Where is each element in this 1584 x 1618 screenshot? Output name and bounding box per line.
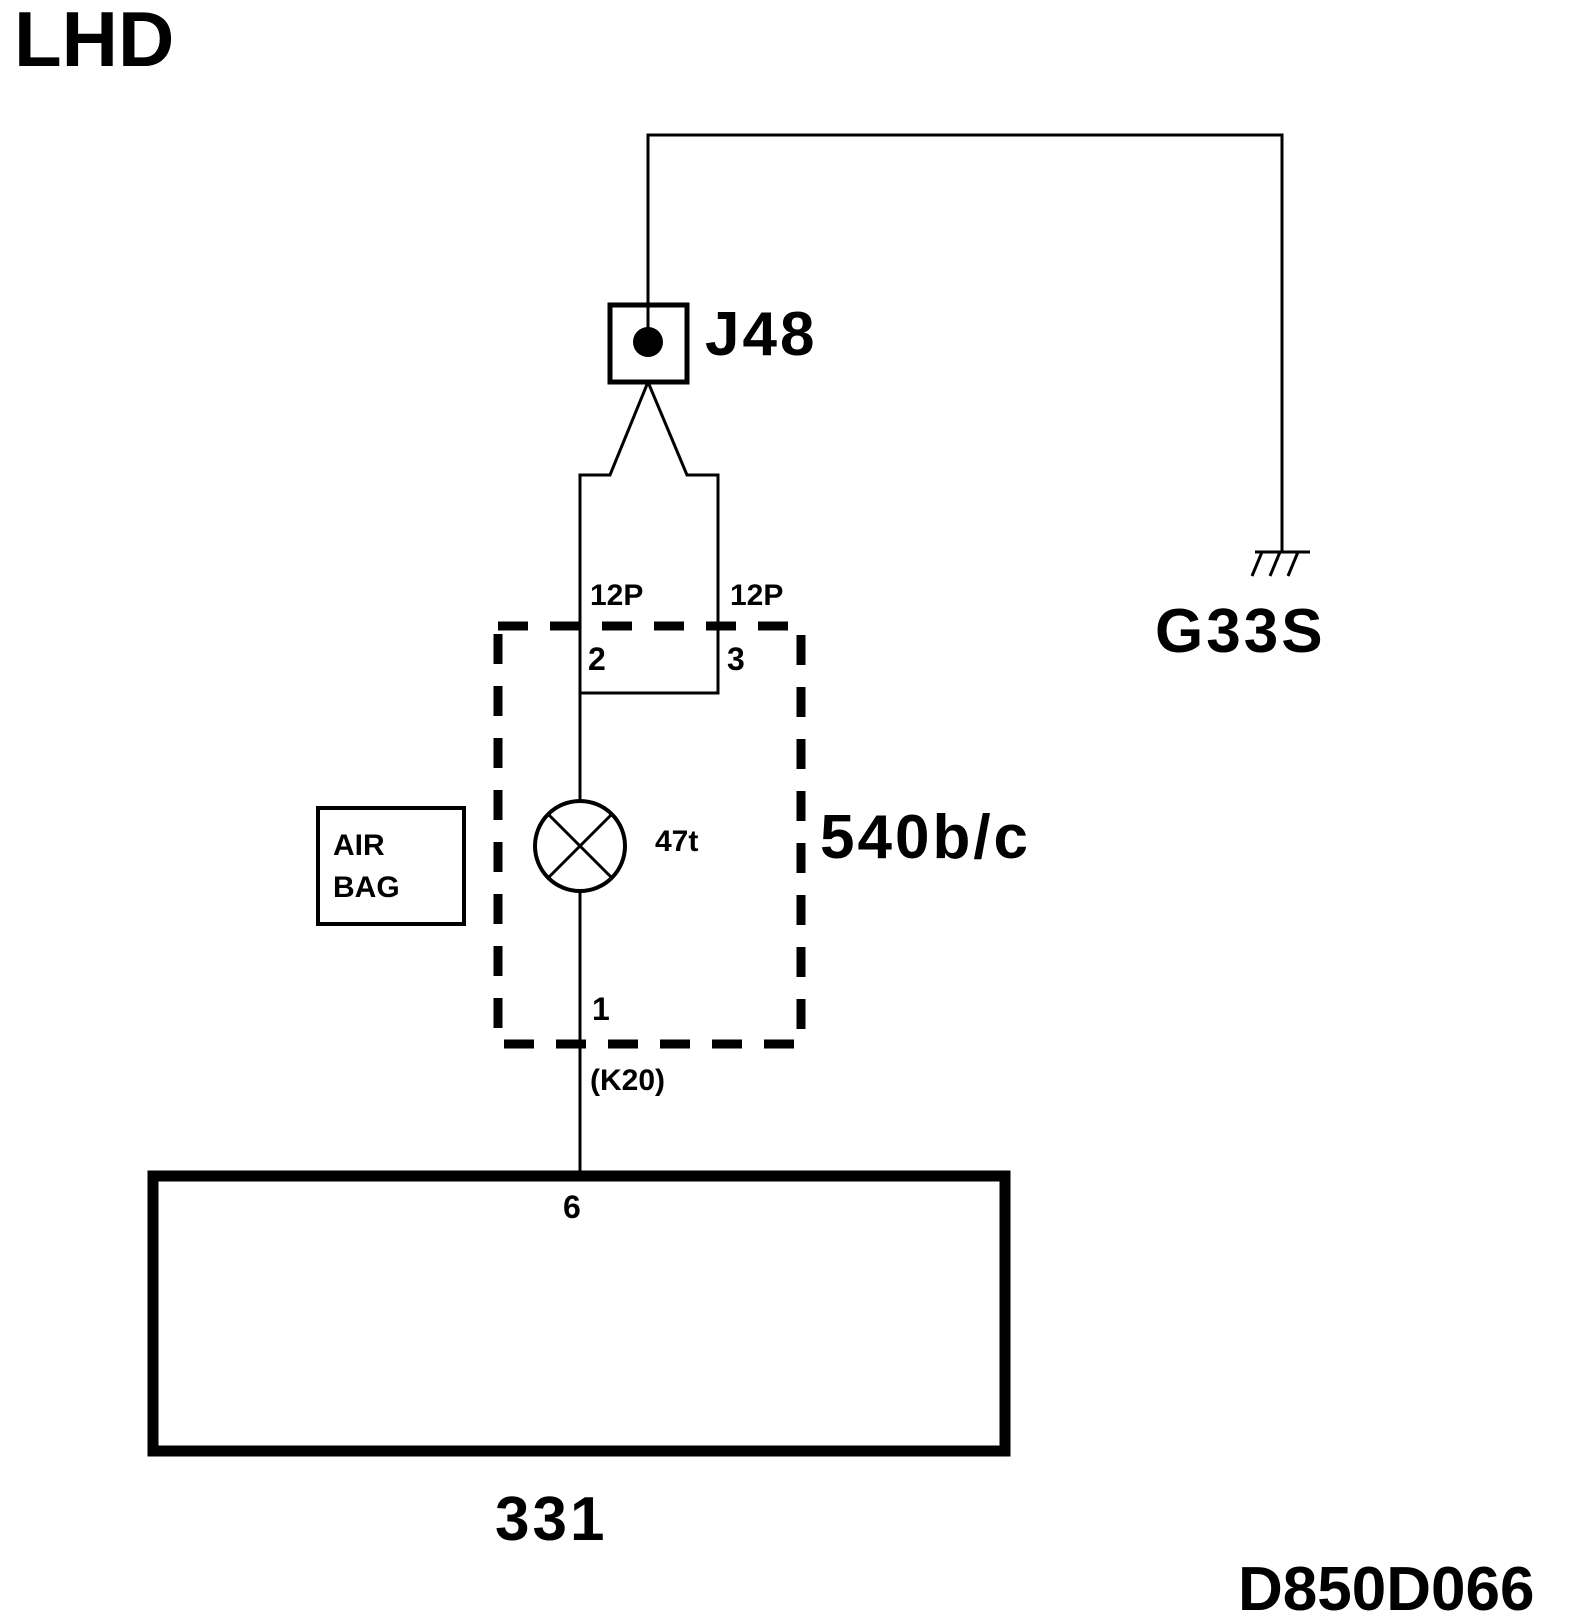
connector-label-right: 12P (730, 579, 783, 612)
ground-wire (646, 133, 1284, 552)
pin-2: 2 (588, 641, 606, 677)
airbag-text-line-1: AIR (333, 829, 385, 862)
splice-wire-left (578, 381, 650, 1172)
splice-label: J48 (705, 300, 817, 369)
airbag-text-line-2: BAG (333, 871, 400, 904)
lamp-icon (533, 799, 627, 893)
unit-label: 331 (495, 1485, 607, 1554)
pin-3: 3 (727, 641, 745, 677)
unit-331 (147, 1170, 1011, 1457)
diagram-title: LHD (14, 0, 174, 83)
drawing-id: D850D066 (1238, 1555, 1534, 1618)
lamp-label: 47t (655, 825, 698, 858)
harness-ref: (K20) (590, 1064, 665, 1097)
airbag-indicator (316, 806, 466, 926)
ground-icon (1250, 550, 1310, 577)
splice-dot (633, 327, 663, 357)
pin-1: 1 (592, 991, 610, 1027)
connector-label-left: 12P (590, 579, 643, 612)
unit-pin-6: 6 (563, 1189, 581, 1225)
ground-label: G33S (1155, 597, 1326, 666)
splice-wire-right (580, 381, 720, 695)
module-label: 540b/c (820, 803, 1031, 872)
